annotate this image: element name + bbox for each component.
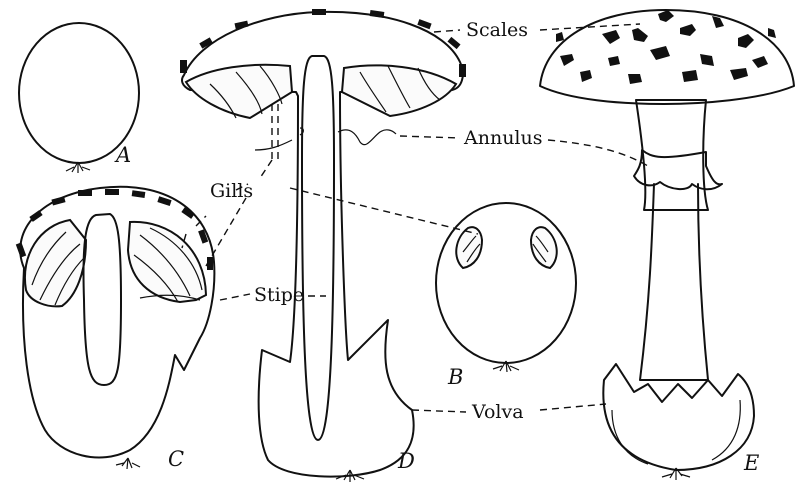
stage-d-section (180, 9, 466, 482)
label-volva: Volva (471, 401, 524, 423)
volva-leader-d (412, 410, 466, 412)
stage-d-scales (180, 9, 466, 77)
stage-e-mature (540, 10, 794, 480)
gills-leader (260, 160, 272, 178)
stage-letter-c: C (168, 447, 184, 471)
label-scales: Scales (466, 19, 528, 41)
scales-leader-left (434, 30, 460, 32)
label-annulus: Annulus (463, 127, 543, 149)
stage-a-mycelium (66, 162, 90, 173)
stage-e-cap-scales (556, 10, 776, 84)
stage-letter-a: A (114, 143, 131, 167)
stage-letter-e: E (743, 451, 759, 475)
label-stipe: Stipe (254, 284, 304, 306)
stipe-leader-c (220, 294, 250, 300)
label-gills: Gills (210, 180, 253, 202)
stage-c-section (16, 187, 215, 469)
stage-letter-d: D (397, 449, 415, 473)
annulus-leader-left (400, 136, 460, 138)
gills-leader-b (290, 188, 478, 234)
stage-letter-b: B (447, 365, 463, 389)
